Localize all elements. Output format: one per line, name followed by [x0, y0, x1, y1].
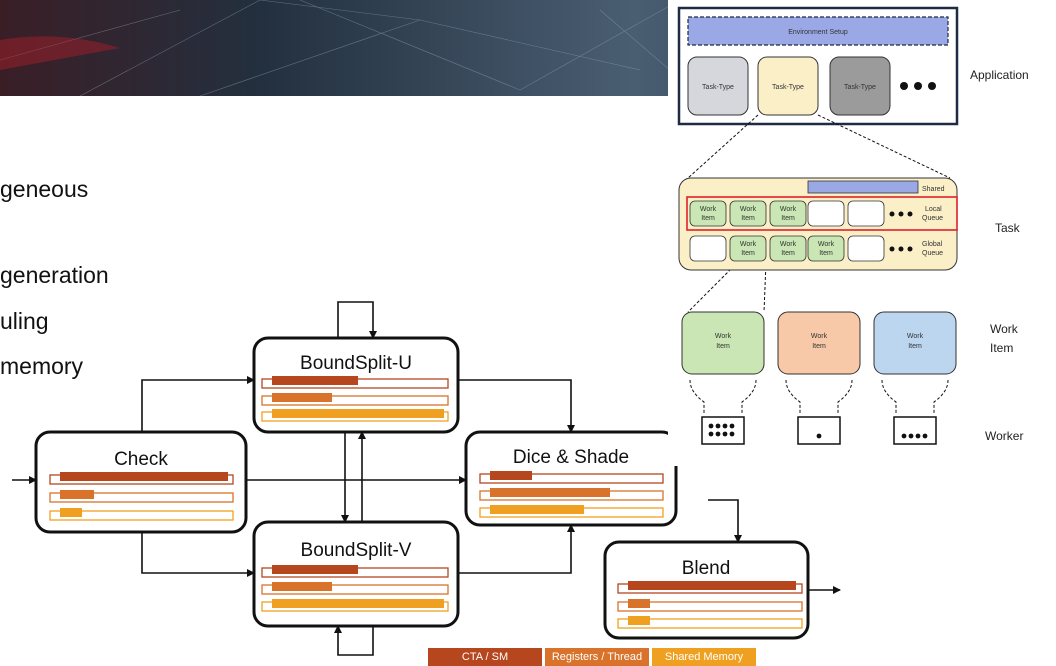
task-type-3: Task-Type — [844, 84, 876, 91]
node-blend: Blend — [603, 540, 810, 640]
edge-boundu-loop — [337, 301, 377, 339]
bullet-3: uling — [0, 308, 49, 334]
svg-text:Work: Work — [780, 241, 797, 248]
edge-dice-blend — [708, 499, 742, 543]
svg-text:Item: Item — [819, 250, 833, 257]
task-type-2: Task-Type — [772, 84, 804, 91]
legend-registers-thread: Registers / Thread — [545, 648, 649, 666]
svg-text:Work: Work — [700, 206, 717, 213]
worker-row — [701, 416, 937, 445]
svg-text:Global: Global — [922, 241, 943, 248]
svg-text:Item: Item — [741, 250, 755, 257]
svg-text:Work: Work — [811, 333, 828, 340]
work-item-row: Work Item Work Item Work Item — [681, 311, 957, 375]
svg-text:Work: Work — [715, 333, 732, 340]
legend-cta-sm: CTA / SM — [428, 648, 542, 666]
edge-boundu-dice — [458, 379, 575, 433]
svg-text:Local: Local — [925, 206, 942, 213]
svg-text:Work: Work — [907, 333, 924, 340]
svg-text:Item: Item — [812, 343, 826, 350]
node-dice-shade: Dice & Shade — [464, 430, 678, 527]
node-boundsplit-v: BoundSplit-V — [252, 520, 460, 628]
svg-text:Item: Item — [701, 215, 715, 222]
svg-text:Work: Work — [740, 241, 757, 248]
task-box: Shared Work Item Work Item Work Item Loc… — [678, 177, 958, 271]
edge-boundv-loop — [334, 625, 374, 656]
level-work-item-line2: Item — [990, 341, 1013, 355]
level-application: Application — [970, 68, 1029, 82]
node-dice-shade-label: Dice & Shade — [513, 447, 629, 468]
edge-boundv-dice — [458, 524, 575, 574]
svg-text:Item: Item — [781, 215, 795, 222]
shared-label: Shared — [922, 186, 945, 193]
svg-text:Work: Work — [780, 206, 797, 213]
svg-text:Item: Item — [908, 343, 922, 350]
svg-text:Queue: Queue — [922, 215, 943, 222]
application-box: Environment Setup Task-Type Task-Type Ta… — [677, 6, 959, 126]
local-queue: Work Item Work Item Work Item Local Queu… — [689, 200, 943, 227]
edge-check-boundv — [141, 532, 255, 577]
node-check-label: Check — [114, 449, 168, 470]
svg-text:Work: Work — [818, 241, 835, 248]
node-boundsplit-v-label: BoundSplit-V — [301, 540, 412, 561]
task-type-1: Task-Type — [702, 84, 734, 91]
legend-shared-memory: Shared Memory — [652, 648, 756, 666]
bullet-4: memory — [0, 353, 84, 379]
node-boundsplit-u: BoundSplit-U — [252, 336, 460, 434]
node-check: Check — [34, 430, 248, 534]
env-setup-label: Environment Setup — [788, 29, 848, 36]
bullet-1: geneous — [0, 176, 89, 202]
svg-text:Item: Item — [741, 215, 755, 222]
svg-text:Queue: Queue — [922, 250, 943, 257]
level-task: Task — [995, 221, 1021, 235]
edge-check-boundu — [141, 376, 255, 432]
bullet-2: generation — [0, 262, 109, 288]
svg-text:Item: Item — [781, 250, 795, 257]
node-boundsplit-u-label: BoundSplit-U — [300, 353, 412, 374]
node-blend-label: Blend — [682, 558, 731, 579]
svg-text:Work: Work — [740, 206, 757, 213]
svg-text:Item: Item — [716, 343, 730, 350]
level-work-item-line1: Work — [990, 322, 1019, 336]
level-worker: Worker — [985, 429, 1023, 443]
global-queue: Work Item Work Item Work Item Global Que… — [689, 235, 943, 262]
